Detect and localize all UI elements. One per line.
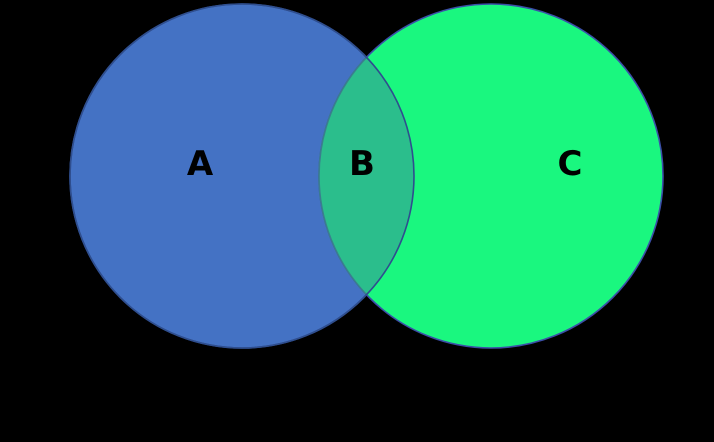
label-set-a: A bbox=[187, 144, 214, 184]
set-circle-a-outline bbox=[69, 3, 415, 349]
label-overlap-b: B bbox=[349, 144, 375, 184]
label-set-c: C bbox=[558, 144, 583, 184]
